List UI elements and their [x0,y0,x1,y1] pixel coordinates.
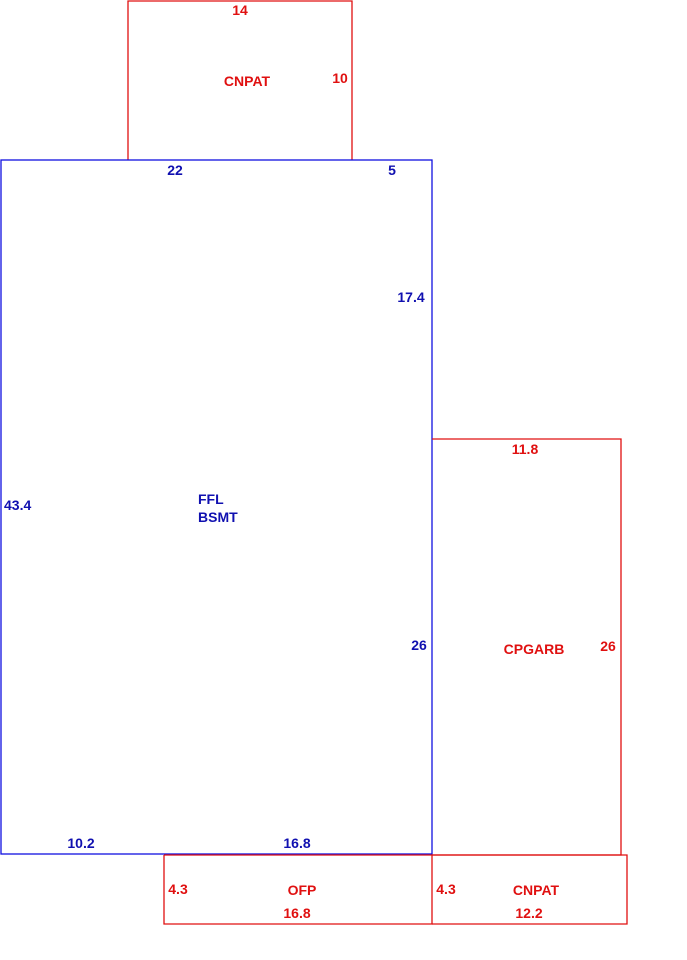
cnpat-bottom-dim-left: 4.3 [436,881,456,897]
cnpat-top-outline [127,0,353,160]
cnpat-top-dim-top: 14 [232,2,248,18]
main-dim-top-right: 5 [388,162,396,178]
main-dim-right-lower: 26 [411,637,427,653]
cpgarb-dim-right: 26 [600,638,616,654]
ofp-label: OFP [288,882,317,898]
main-dim-bottom-right: 16.8 [283,835,310,851]
cnpat-top-dim-right: 10 [332,70,348,86]
ofp-dim-left: 4.3 [168,881,188,897]
main-dim-bottom-left: 10.2 [67,835,94,851]
cnpat-bottom-dim-bottom: 12.2 [515,905,542,921]
ofp-outline [163,855,433,925]
main-outline [0,159,433,855]
cnpat-top-label: CNPAT [224,73,271,89]
cnpat-bottom-outline [432,854,628,925]
cnpat-bottom-label: CNPAT [513,882,560,898]
main-dim-right-upper: 17.4 [397,289,424,305]
ofp-dim-bottom: 16.8 [283,905,310,921]
cpgarb-dim-top: 11.8 [512,441,539,457]
main-label-line1: FFL [198,491,224,507]
main-label-line2: BSMT [198,509,238,525]
main-dim-top-left: 22 [167,162,183,178]
main-dim-left: 43.4 [4,497,31,513]
cpgarb-label: CPGARB [504,641,565,657]
